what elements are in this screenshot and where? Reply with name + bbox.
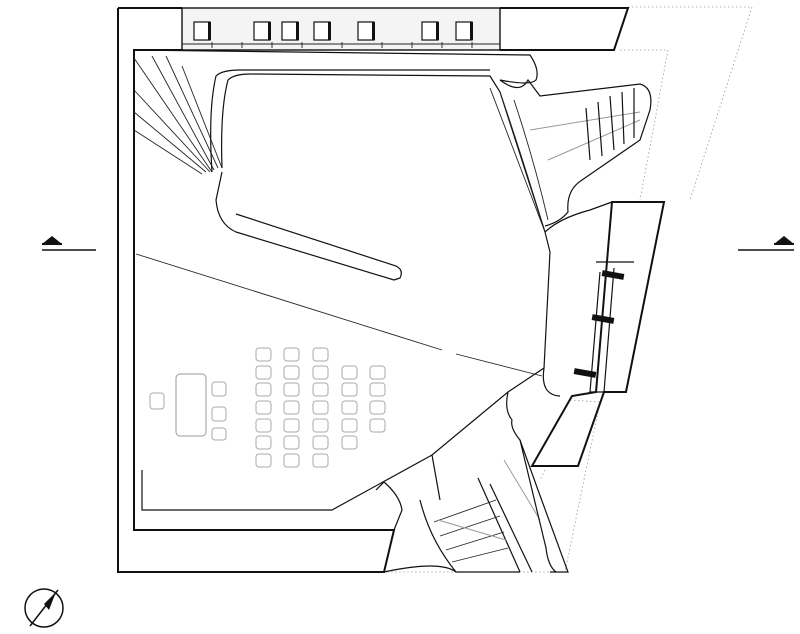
- seat: [341, 382, 358, 397]
- east-slot: [601, 270, 625, 280]
- seat: [341, 435, 358, 450]
- window: [313, 21, 331, 41]
- section-arrow-icon: [42, 236, 96, 251]
- seat: [341, 365, 358, 380]
- east-slot: [591, 314, 615, 324]
- seat: [312, 382, 329, 397]
- window: [357, 21, 375, 41]
- seat: [255, 435, 272, 450]
- window: [193, 21, 211, 41]
- chair: [211, 427, 227, 441]
- seat: [341, 400, 358, 415]
- seat: [312, 418, 329, 433]
- section-arrow-icon: [738, 236, 794, 251]
- window: [421, 21, 439, 41]
- seat: [283, 382, 300, 397]
- window: [455, 21, 473, 41]
- seat: [283, 418, 300, 433]
- chair: [211, 406, 227, 422]
- seat: [255, 453, 272, 468]
- conference-table: [175, 373, 207, 437]
- seat: [312, 347, 329, 362]
- seat: [312, 400, 329, 415]
- seat: [283, 453, 300, 468]
- seat: [341, 418, 358, 433]
- southeast-stair: [375, 391, 569, 573]
- seat: [312, 435, 329, 450]
- seat: [312, 365, 329, 380]
- seat: [283, 435, 300, 450]
- seat: [255, 400, 272, 415]
- seat: [369, 365, 386, 380]
- seat: [255, 418, 272, 433]
- east-slot: [573, 368, 597, 378]
- northwest-stair: [133, 49, 538, 175]
- seat: [369, 382, 386, 397]
- site-boundary: [384, 6, 753, 573]
- seat: [283, 347, 300, 362]
- window: [253, 21, 271, 41]
- chair: [149, 392, 165, 410]
- chair: [211, 381, 227, 397]
- seat: [255, 365, 272, 380]
- audience-seating: [255, 347, 386, 468]
- window: [281, 21, 299, 41]
- north-arrow-icon: [24, 588, 64, 628]
- northeast-stair: [499, 78, 652, 233]
- seat: [283, 400, 300, 415]
- seat: [369, 418, 386, 433]
- meeting-table: [149, 373, 227, 441]
- seat: [255, 382, 272, 397]
- seat: [369, 400, 386, 415]
- seat: [283, 365, 300, 380]
- east-facade-block: [530, 201, 666, 467]
- seat: [312, 453, 329, 468]
- seat: [255, 347, 272, 362]
- north-window-strip: [181, 7, 501, 51]
